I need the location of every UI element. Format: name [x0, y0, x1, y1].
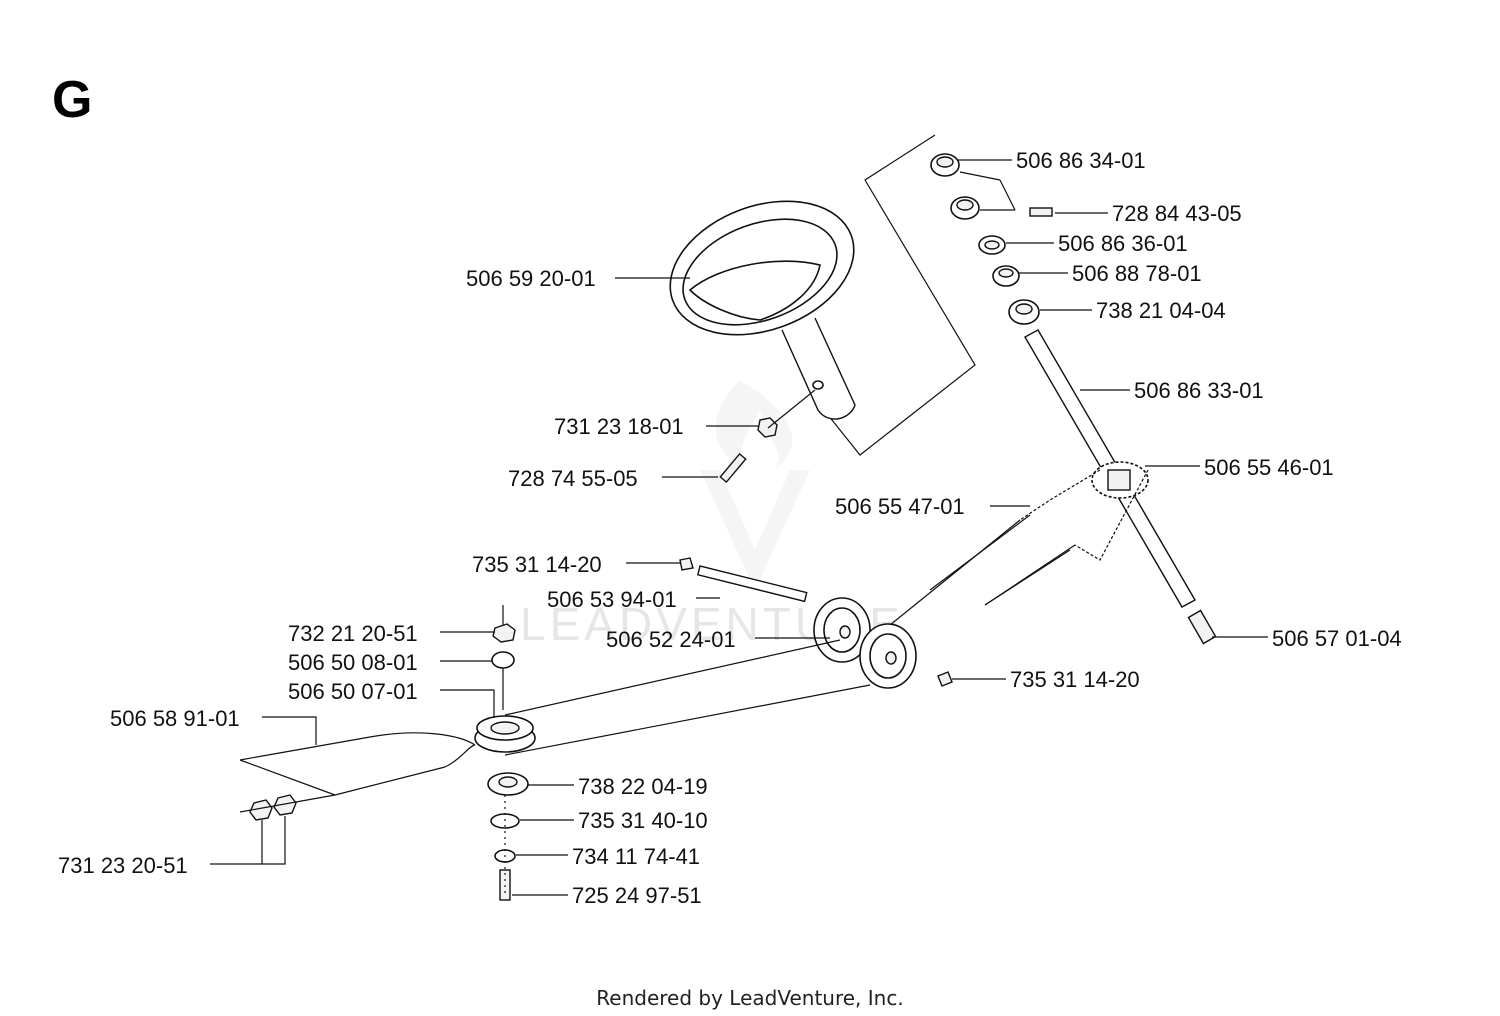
clip-735-31-14-b [937, 671, 953, 687]
part-label[interactable]: 506 57 01-04 [1272, 626, 1402, 651]
part-label[interactable]: 506 58 91-01 [110, 706, 240, 731]
nut-731-23-20-a [249, 799, 273, 821]
part-label[interactable]: 731 23 20-51 [58, 853, 188, 878]
part-label[interactable]: 506 50 07-01 [288, 679, 418, 704]
pulley-shaft [696, 565, 808, 603]
watermark-logo [700, 380, 810, 590]
nut-731-23-20-b [273, 794, 297, 816]
part-label[interactable]: 506 55 47-01 [835, 494, 965, 519]
sprocket-chain [889, 461, 1149, 626]
spacer-stack [930, 153, 1053, 325]
part-label[interactable]: 506 86 34-01 [1016, 148, 1146, 173]
leader-lines [210, 159, 1268, 896]
part-label[interactable]: 738 22 04-19 [578, 774, 708, 799]
part-label[interactable]: 506 52 24-01 [606, 627, 736, 652]
part-label[interactable]: 728 84 43-05 [1112, 201, 1242, 226]
part-labels: 506 86 34-01 728 84 43-05 506 86 36-01 5… [58, 148, 1402, 908]
part-label[interactable]: 732 21 20-51 [288, 621, 418, 646]
steering-wheel [669, 200, 856, 420]
part-label[interactable]: 735 31 14-20 [472, 552, 602, 577]
part-label[interactable]: 728 74 55-05 [508, 466, 638, 491]
part-label[interactable]: 506 59 20-01 [466, 266, 596, 291]
part-label[interactable]: 725 24 97-51 [572, 883, 702, 908]
steering-bracket-outline [819, 134, 976, 456]
part-label[interactable]: 506 50 08-01 [288, 650, 418, 675]
footer-credit: Rendered by LeadVenture, Inc. [596, 986, 903, 1010]
part-label[interactable]: 506 86 36-01 [1058, 231, 1188, 256]
drawing [239, 134, 1217, 901]
bolt-728-74-55 [719, 452, 747, 484]
part-label[interactable]: 735 31 14-20 [1010, 667, 1140, 692]
lower-assembly [474, 605, 536, 901]
part-label[interactable]: 506 55 46-01 [1204, 455, 1334, 480]
part-label[interactable]: 506 88 78-01 [1072, 261, 1202, 286]
clip-735-31-14-a [679, 557, 694, 571]
section-letter: G [52, 71, 92, 129]
part-label[interactable]: 731 23 18-01 [554, 414, 684, 439]
part-label[interactable]: 506 86 33-01 [1134, 378, 1264, 403]
part-label[interactable]: 734 11 74-41 [572, 844, 700, 869]
part-label[interactable]: 506 53 94-01 [547, 587, 677, 612]
tie-rods [239, 732, 476, 821]
part-label[interactable]: 738 21 04-04 [1096, 298, 1226, 323]
nut-731-23-18 [757, 417, 778, 438]
drag-link [504, 639, 871, 756]
bolt-506-57-01 [1187, 609, 1217, 645]
part-label[interactable]: 735 31 40-10 [578, 808, 708, 833]
